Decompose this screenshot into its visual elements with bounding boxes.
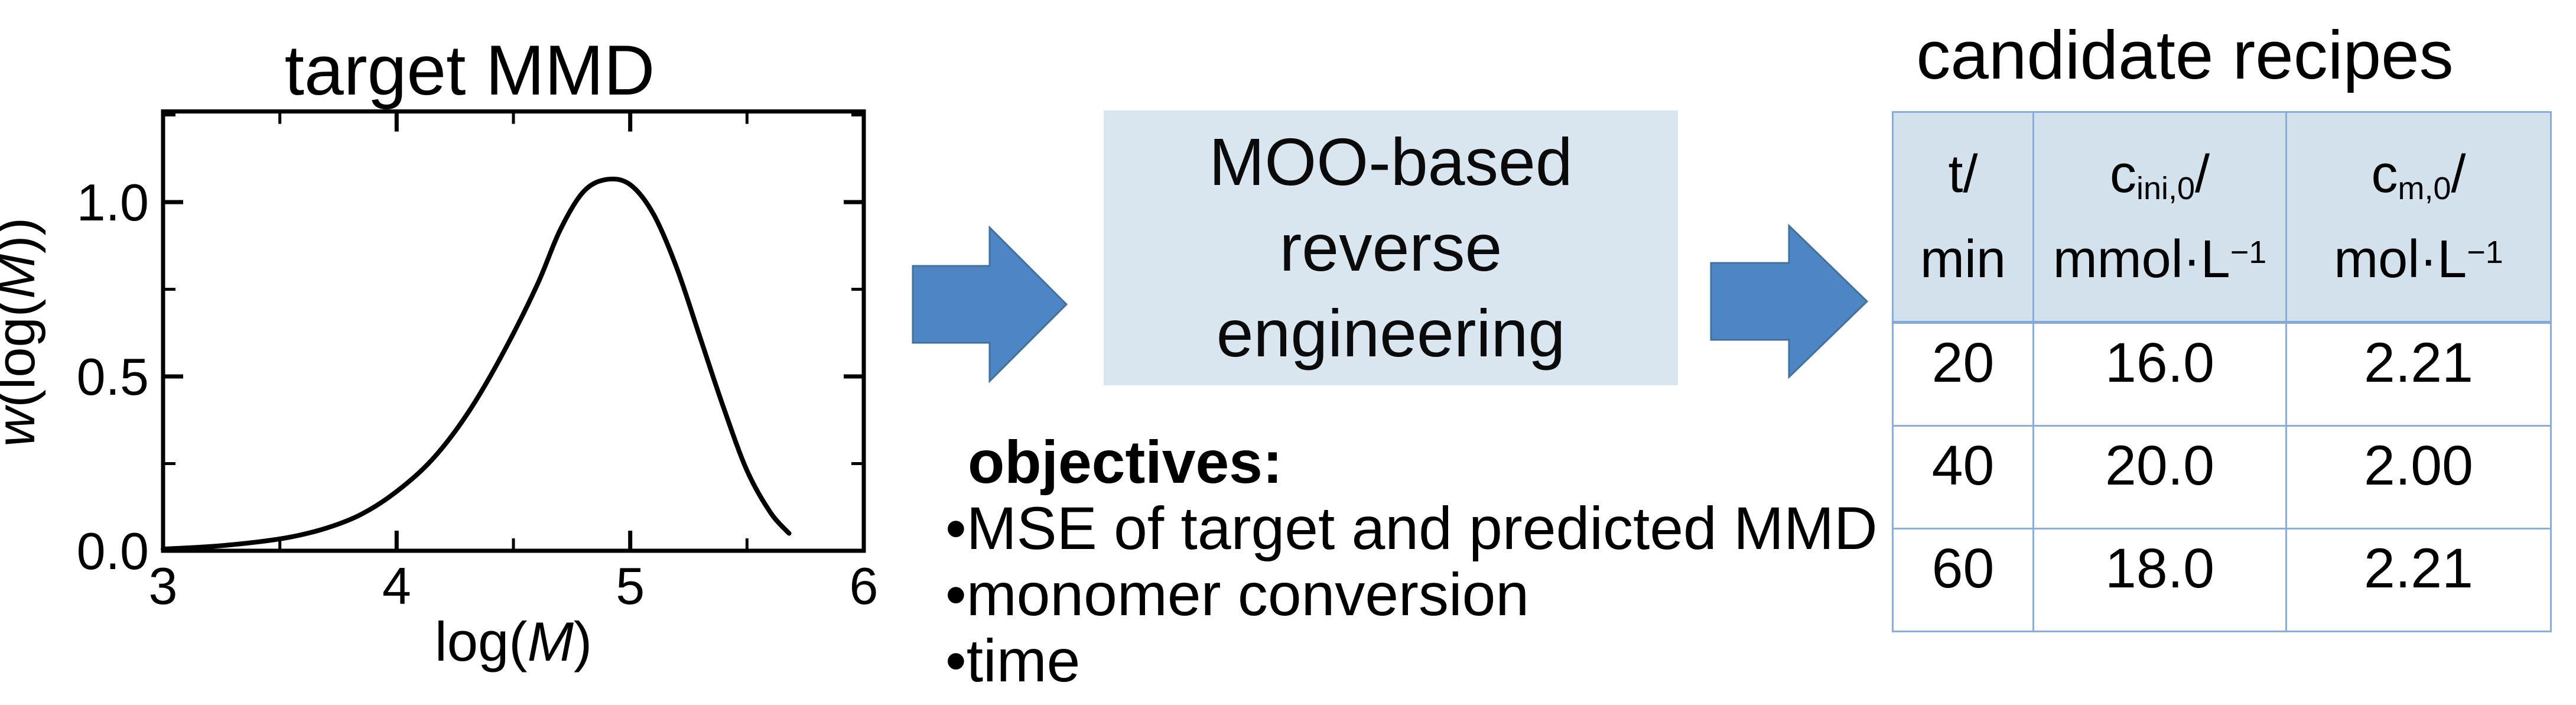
moo-box-line: MOO-based [1209, 125, 1573, 199]
x-tick-label: 3 [149, 557, 178, 615]
moo-box-line: reverse [1279, 210, 1502, 285]
x-tick-label: 5 [616, 557, 645, 615]
col-header-initiator-conc: cini,0/ mmol·L−1 [2032, 111, 2287, 324]
arrow-right-icon [1710, 223, 1869, 379]
candidate-recipes-table: t/ min cini,0/ mmol·L−1 cm,0/ mol·L−1 20… [1892, 111, 2552, 632]
mmd-curve [161, 176, 792, 552]
cell-monomer-conc: 2.21 [2285, 528, 2552, 632]
cell-initiator-conc: 20.0 [2032, 425, 2287, 529]
table-header-row: t/ min cini,0/ mmol·L−1 cm,0/ mol·L−1 [1892, 111, 2552, 324]
x-tick-label: 6 [850, 557, 879, 615]
table-row: 60 18.0 2.21 [1892, 528, 2552, 632]
target-mmd-chart: 3 4 5 6 0.0 0.5 1.0 log(M) w(log(M)) target MMD [0, 31, 879, 672]
cell-time: 40 [1892, 425, 2034, 529]
y-tick-label: 0.5 [77, 347, 149, 406]
cell-monomer-conc: 2.21 [2285, 321, 2552, 427]
y-tick-label: 0.0 [77, 522, 149, 580]
objectives-list: objectives: •MSE of target and predicted… [945, 429, 1897, 694]
objective-item: •monomer conversion [945, 561, 1530, 628]
recipes-title: candidate recipes [1916, 17, 2454, 93]
cell-initiator-conc: 18.0 [2032, 528, 2287, 632]
table-row: 20 16.0 2.21 [1892, 321, 2552, 427]
moo-box-line: engineering [1216, 296, 1566, 371]
y-axis-label: w(log(M)) [0, 217, 46, 447]
chart-title: target MMD [285, 31, 655, 110]
col-header-time: t/ min [1892, 111, 2034, 324]
col-header-monomer-conc: cm,0/ mol·L−1 [2285, 111, 2552, 324]
objectives-heading: objectives: [968, 428, 1283, 496]
x-axis-label: log(M) [435, 610, 592, 672]
cell-monomer-conc: 2.00 [2285, 425, 2552, 529]
cell-time: 60 [1892, 528, 2034, 632]
cell-time: 20 [1892, 321, 2034, 427]
x-tick-label: 4 [382, 557, 411, 615]
y-tick-label: 1.0 [77, 173, 149, 232]
plot-frame [161, 109, 866, 553]
cell-initiator-conc: 16.0 [2032, 321, 2287, 427]
table-row: 40 20.0 2.00 [1892, 425, 2552, 529]
objective-item: •time [945, 627, 1081, 694]
moo-process-box: MOO-based reverse engineering [1104, 111, 1678, 385]
objective-item: •MSE of target and predicted MMD [945, 495, 1878, 562]
